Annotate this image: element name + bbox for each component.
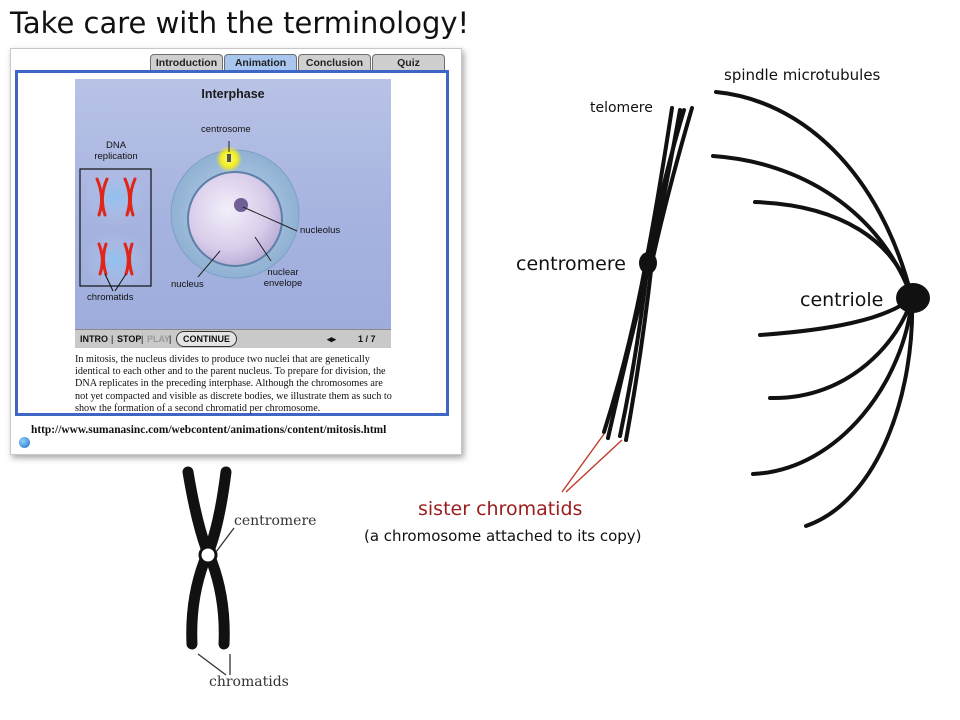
- chromatid-right-b: [624, 106, 694, 442]
- nucleolus-label: nucleolus: [300, 225, 341, 236]
- microtubule-5: [768, 296, 914, 401]
- globe-icon: [19, 437, 30, 448]
- tab-introduction[interactable]: Introduction: [150, 54, 223, 71]
- interphase-animation: Interphase: [75, 79, 391, 329]
- chromatids-label: chromatids: [87, 292, 134, 303]
- small-chromatid-pointer-1: [197, 653, 227, 676]
- sister-chromatid-pointer-1: [561, 433, 605, 493]
- chromatid-pointer-1: [104, 273, 114, 292]
- replicating-chromosomes: [95, 177, 137, 276]
- dna-replication-box: [79, 168, 152, 287]
- interphase-illustration: [79, 141, 300, 292]
- microtubule-2: [711, 154, 914, 300]
- control-separator: |: [141, 334, 144, 344]
- continue-button[interactable]: CONTINUE: [176, 331, 237, 347]
- sister-chromatids-label: sister chromatids: [418, 498, 583, 520]
- tab-animation[interactable]: Animation: [224, 54, 297, 71]
- prev-next-arrows-icon[interactable]: ◂▸: [327, 334, 337, 344]
- centriole-label: centriole: [800, 289, 884, 311]
- small-centromere-label: centromere: [234, 513, 317, 529]
- centrosome-label: centrosome: [201, 124, 251, 135]
- small-chromosome-arm-br: [206, 556, 230, 650]
- source-url: http://www.sumanasinc.com/webcontent/ani…: [31, 424, 387, 436]
- small-chromatids-label: chromatids: [209, 674, 289, 690]
- tab-conclusion[interactable]: Conclusion: [298, 54, 371, 71]
- dna-glow-top: [83, 167, 147, 227]
- nucleus-label: nucleus: [171, 279, 204, 290]
- centromere-label: centromere: [516, 253, 626, 275]
- centrosome: [227, 154, 231, 162]
- microtubule-7: [804, 296, 915, 528]
- small-chromosome-arm-tl: [182, 466, 212, 554]
- intro-button[interactable]: INTRO: [80, 334, 108, 344]
- slide-title: Take care with the terminology!: [10, 6, 470, 40]
- control-separator: |: [111, 334, 114, 344]
- nucleus: [187, 171, 283, 267]
- page-indicator: 1 / 7: [358, 334, 376, 344]
- small-centromere-pointer: [215, 527, 235, 553]
- spindle-microtubules-label: spindle microtubules: [724, 66, 881, 84]
- animation-frame: Interphase: [15, 70, 449, 416]
- dna-glow-bottom: [83, 231, 147, 291]
- small-chromosome-arm-tr: [204, 466, 232, 554]
- play-button[interactable]: PLAY: [147, 334, 171, 344]
- sister-chromatid-pointer-2: [565, 439, 623, 493]
- animation-description: In mitosis, the nucleus divides to produ…: [75, 354, 392, 414]
- nucleolus-pointer: [242, 206, 298, 232]
- centromere-dot: [639, 252, 657, 274]
- animation-screenshot: Introduction Animation Conclusion Quiz I…: [10, 48, 462, 455]
- centriole: [896, 283, 930, 313]
- tab-quiz[interactable]: Quiz: [372, 54, 445, 71]
- control-separator: |: [169, 334, 172, 344]
- microtubule-6: [751, 296, 914, 476]
- nucleus-pointer: [197, 250, 221, 278]
- nuclear-envelope-label: nuclear envelope: [263, 267, 303, 289]
- chromatid-pointer-2: [114, 273, 127, 292]
- envelope-pointer: [254, 236, 272, 262]
- dna-replication-label: DNA replication: [94, 140, 138, 162]
- microtubule-1: [714, 90, 914, 300]
- stop-button[interactable]: STOP: [117, 334, 142, 344]
- animation-controls: INTRO | STOP | PLAY | CONTINUE ◂▸ 1 / 7: [75, 329, 391, 348]
- chromatid-right-a: [618, 108, 686, 438]
- stage-title: Interphase: [201, 87, 265, 101]
- sister-chromatids-note: (a chromosome attached to its copy): [364, 527, 642, 545]
- nucleolus: [234, 198, 248, 212]
- small-chromosome-centromere: [198, 545, 218, 565]
- telomere-label: telomere: [590, 100, 653, 116]
- microtubule-3: [753, 200, 914, 300]
- small-chromosome-arm-bl: [186, 556, 210, 650]
